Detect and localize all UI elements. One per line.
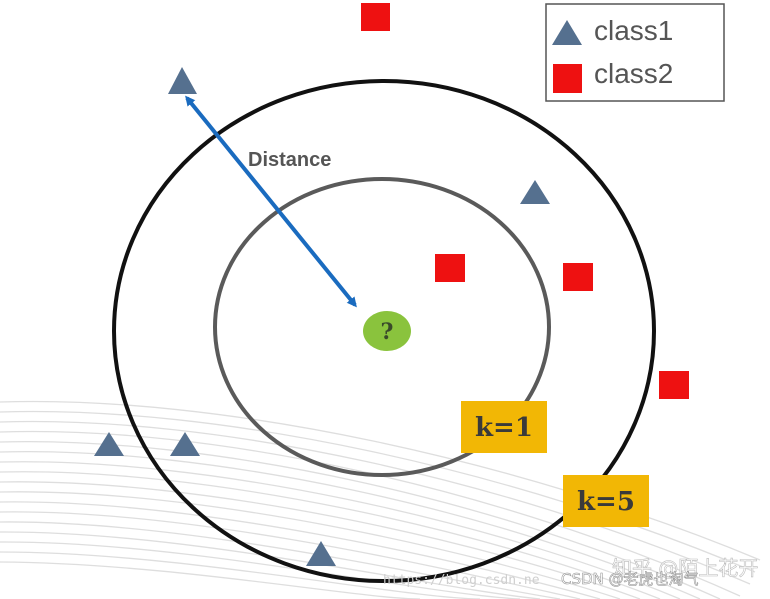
k5-label: k=5: [563, 475, 649, 527]
class2-point: [361, 3, 390, 31]
class2-point: [659, 371, 689, 399]
legend-class2-marker: [553, 64, 582, 93]
legend-class1-marker: [552, 20, 582, 45]
class1-point: [94, 432, 124, 456]
class2-point: [435, 254, 465, 282]
class1-point: [170, 432, 200, 456]
background-swoosh: [0, 400, 761, 599]
legend-class1-label: class1: [594, 15, 673, 46]
watermark-url: https://blog.csdn.ne: [383, 573, 540, 588]
class1-point: [520, 180, 550, 204]
k1-label: k=1: [461, 401, 547, 453]
k5-label-text: k=5: [577, 487, 635, 517]
inner-circle-k1: [213, 177, 551, 477]
legend-class2-label: class2: [594, 58, 673, 89]
legend: class1 class2: [545, 3, 725, 102]
distance-arrow: [185, 95, 357, 308]
distance-label: Distance: [248, 149, 331, 171]
watermark-zhihu: 知乎 @陌上花开: [612, 556, 758, 580]
class1-point: [306, 541, 336, 566]
query-point-label: ?: [381, 319, 394, 345]
class1-point: [168, 67, 197, 94]
class2-point: [563, 263, 593, 291]
outer-circle-k5: [112, 79, 656, 583]
k1-label-text: k=1: [475, 413, 533, 443]
query-point: [363, 311, 411, 351]
watermark-csdn: CSDN @老虎也淘气: [561, 570, 699, 588]
